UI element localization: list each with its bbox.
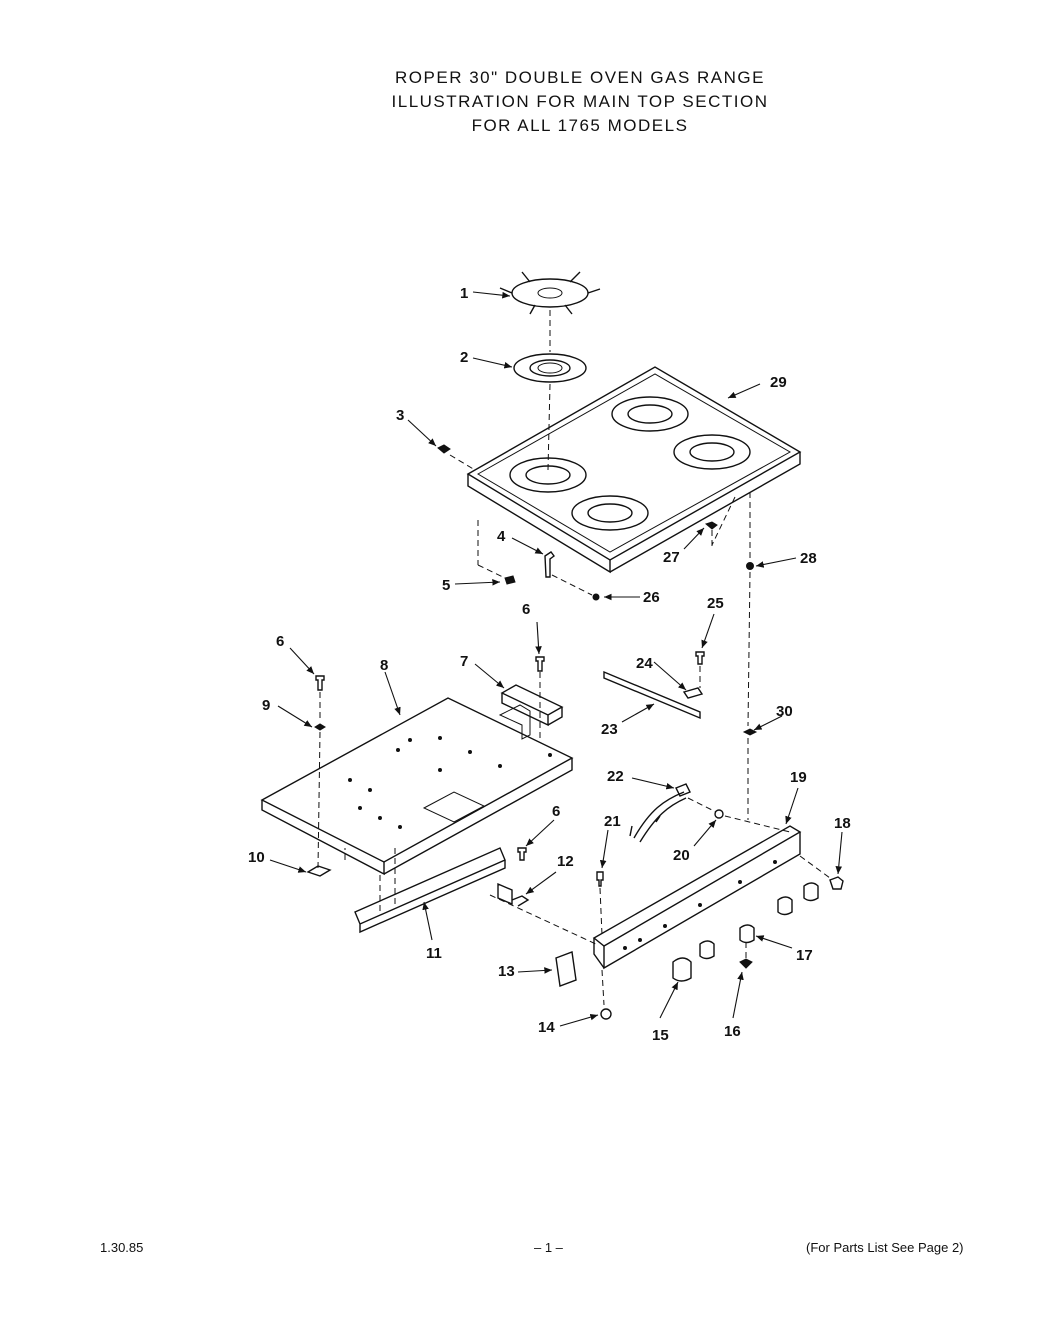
orifice-part-20 (714, 809, 724, 819)
diagram-title: ROPER 30" DOUBLE OVEN GAS RANGE ILLUSTRA… (0, 66, 1056, 138)
callout-27: 27 (663, 549, 680, 566)
callout-6-left: 6 (276, 633, 284, 650)
screw-part-6-lower (517, 847, 527, 861)
callout-25: 25 (707, 595, 724, 612)
footer-date: 1.30.85 (100, 1240, 144, 1255)
end-cap-part-13 (555, 951, 577, 987)
callout-16: 16 (724, 1023, 741, 1040)
clip-part-5 (504, 575, 516, 585)
callout-18: 18 (834, 815, 851, 832)
callout-17: 17 (796, 947, 813, 964)
screw-part-6-center (535, 656, 545, 672)
main-cooktop-part (466, 366, 802, 574)
burner-grate-part (499, 271, 601, 315)
knob-part-15 (672, 957, 692, 982)
callout-5: 5 (442, 577, 450, 594)
callout-21: 21 (604, 813, 621, 830)
callout-12: 12 (557, 853, 574, 870)
footer-parts-list-note: (For Parts List See Page 2) (806, 1240, 964, 1255)
callout-28: 28 (800, 550, 817, 567)
footer-page-number: – 1 – (534, 1240, 563, 1255)
callout-6-lower: 6 (552, 803, 560, 820)
screw-part-25 (695, 651, 705, 665)
callout-7: 7 (460, 653, 468, 670)
screw-part-6-left (315, 675, 325, 691)
callout-26: 26 (643, 589, 660, 606)
burner-tube-part-22 (629, 791, 687, 843)
nut-part-28 (746, 562, 754, 570)
clip-part-10 (306, 865, 332, 877)
callout-19: 19 (790, 769, 807, 786)
callout-leaders (269, 291, 843, 1027)
washer-part-30 (742, 728, 758, 736)
callout-6-center: 6 (522, 601, 530, 618)
callout-13: 13 (498, 963, 515, 980)
callout-9: 9 (262, 697, 270, 714)
spring-part-16 (739, 958, 753, 969)
callout-30: 30 (776, 703, 793, 720)
callout-labels: 1 2 3 4 5 26 27 28 29 6 6 7 8 9 10 11 6 … (248, 285, 851, 1044)
callout-2: 2 (460, 349, 468, 366)
clip-part-27 (704, 521, 718, 530)
washer-part-9 (314, 723, 326, 731)
knob-part-17c (803, 882, 819, 902)
strip-part-23 (603, 670, 701, 720)
callout-11: 11 (426, 945, 442, 962)
title-line-2: ILLUSTRATION FOR MAIN TOP SECTION (391, 92, 769, 111)
clip-part-24 (682, 687, 704, 699)
knob-part-15b (699, 940, 715, 960)
burner-box-part (260, 697, 574, 876)
title-line-3: FOR ALL 1765 MODELS (471, 116, 689, 135)
manifold-panel-part (592, 825, 802, 970)
screw-part-26 (592, 593, 600, 601)
callout-15: 15 (652, 1027, 669, 1044)
callout-22: 22 (607, 768, 624, 785)
title-line-1: ROPER 30" DOUBLE OVEN GAS RANGE (395, 68, 765, 87)
bracket-part-12 (497, 882, 530, 907)
bracket-part-4 (544, 551, 555, 578)
callout-10: 10 (248, 849, 265, 866)
knob-part-17b (777, 896, 793, 916)
callout-24: 24 (636, 655, 653, 672)
bracket-part-7 (500, 684, 564, 727)
screw-part-14 (600, 1008, 612, 1020)
callout-8: 8 (380, 657, 388, 674)
connector-part-22 (675, 783, 691, 797)
callout-14: 14 (538, 1019, 555, 1036)
screw-part-21 (596, 871, 604, 887)
callout-4: 4 (497, 528, 506, 545)
callout-23: 23 (601, 721, 618, 738)
screw-part-3 (437, 444, 451, 454)
rail-part-11 (354, 847, 506, 934)
callout-20: 20 (673, 847, 690, 864)
callout-3: 3 (396, 407, 404, 424)
callout-29: 29 (770, 374, 787, 391)
knob-part-17 (739, 924, 755, 944)
callout-1: 1 (460, 285, 468, 302)
burner-bowl-part (513, 353, 587, 383)
nut-part-18 (829, 876, 844, 890)
